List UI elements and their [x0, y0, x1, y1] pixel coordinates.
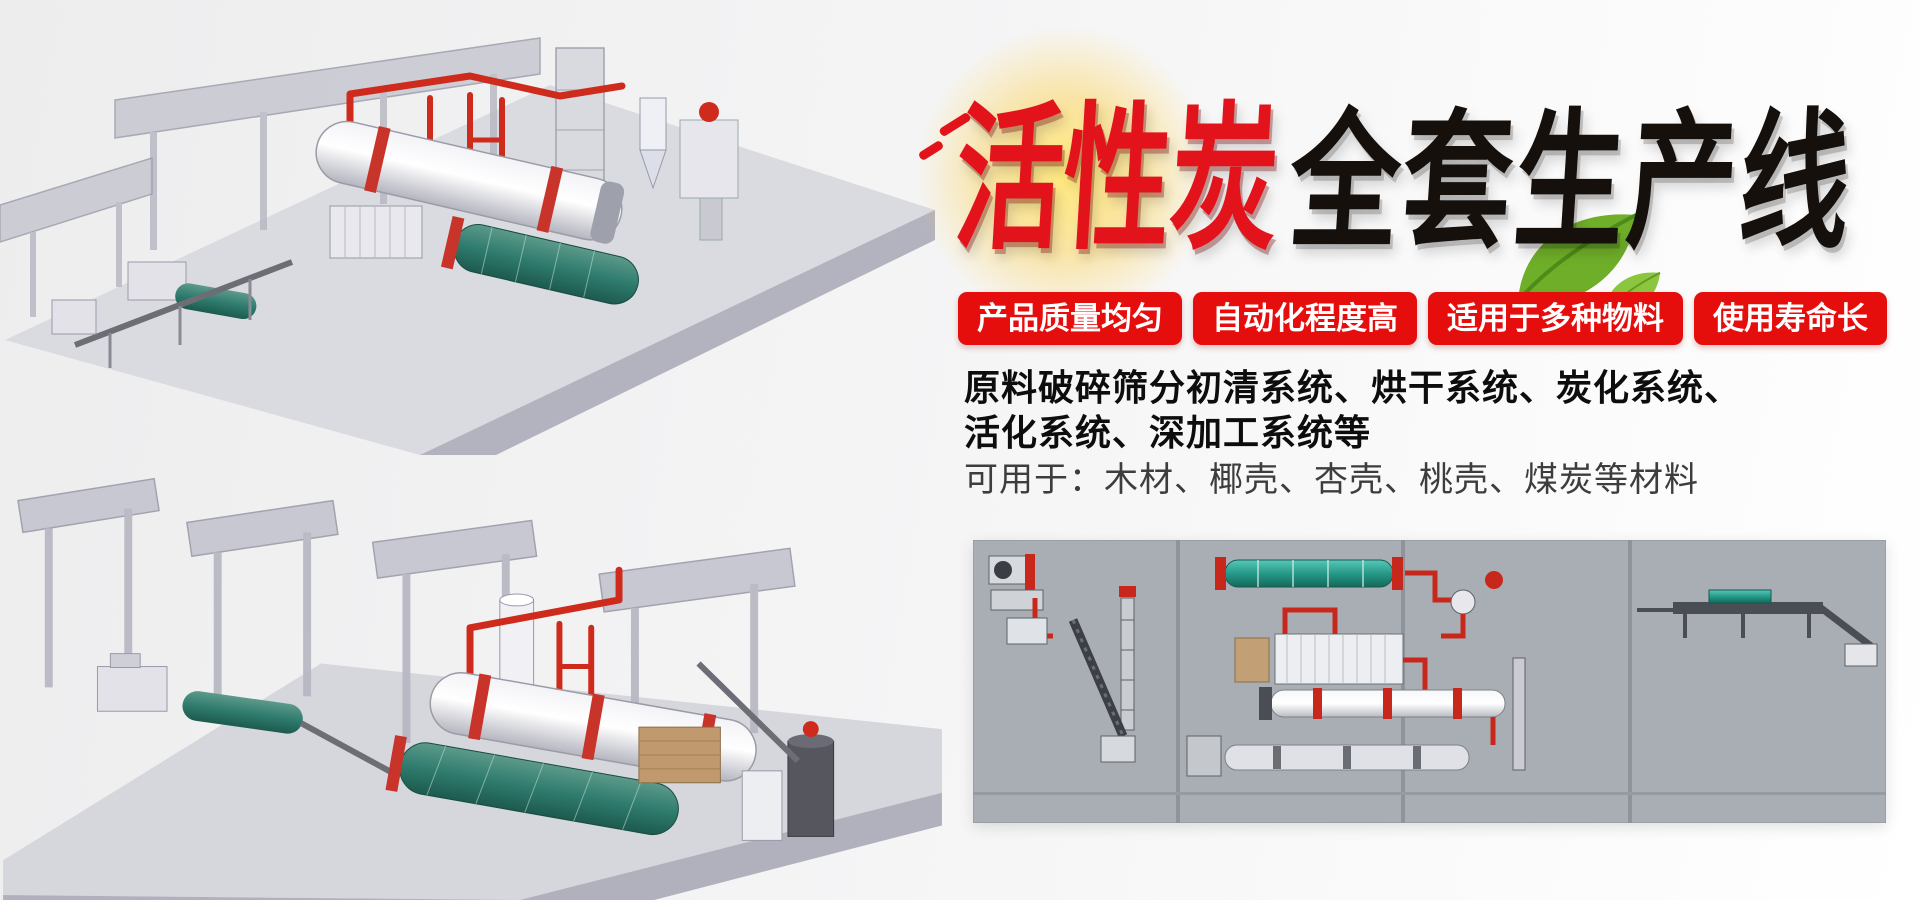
right-conveyors: [1637, 589, 1878, 667]
plant-layout-render: [973, 540, 1886, 823]
heat-exchanger: [1234, 607, 1428, 692]
furnace-group: [696, 661, 835, 841]
feature-badge: 自动化程度高: [1193, 292, 1417, 345]
feature-badge: 适用于多种物料: [1428, 292, 1683, 345]
usage-line: 可用于：木材、椰壳、杏壳、桃壳、煤炭等材料: [964, 461, 1699, 499]
cyclone-tank: [639, 97, 667, 190]
panel-background: [973, 540, 1886, 823]
tall-tank: [499, 593, 535, 692]
title-black-text: 全套生产线: [1285, 98, 1858, 266]
production-line-render-top: [0, 0, 945, 455]
feed-hopper: [96, 653, 394, 776]
spiral-drum: [385, 735, 679, 836]
leaf-icon: [1516, 213, 1637, 306]
description-line-2: 活化系统、深加工系统等: [964, 411, 1372, 453]
teal-drum: [1215, 557, 1503, 639]
system-description: 原料破碎筛分初清系统、烘干系统、炭化系统、 活化系统、深加工系统等: [964, 366, 1741, 455]
rotary-drum: [315, 120, 625, 244]
lower-cylinder: [1186, 657, 1526, 777]
furnace-unit: [679, 102, 739, 241]
brick-chamber: [638, 726, 721, 784]
activation-drum: [440, 215, 639, 305]
dryer-cylinder: [1259, 687, 1506, 745]
crusher-unit: [127, 261, 257, 320]
feature-badges: 产品质量均匀 自动化程度高 适用于多种物料 使用寿命长: [958, 292, 1887, 345]
conveyor: [51, 259, 294, 368]
description-line-1: 原料破碎筛分初清系统、烘干系统、炭化系统、: [964, 367, 1742, 408]
feature-badge: 使用寿命长: [1694, 292, 1887, 345]
production-line-render-bottom: [0, 443, 945, 900]
left-wall: [0, 156, 153, 317]
left-equipment: [988, 554, 1136, 763]
feature-badge: 产品质量均匀: [958, 292, 1182, 345]
title-red-text: 活性炭: [950, 92, 1284, 268]
screen-box: [329, 205, 423, 259]
